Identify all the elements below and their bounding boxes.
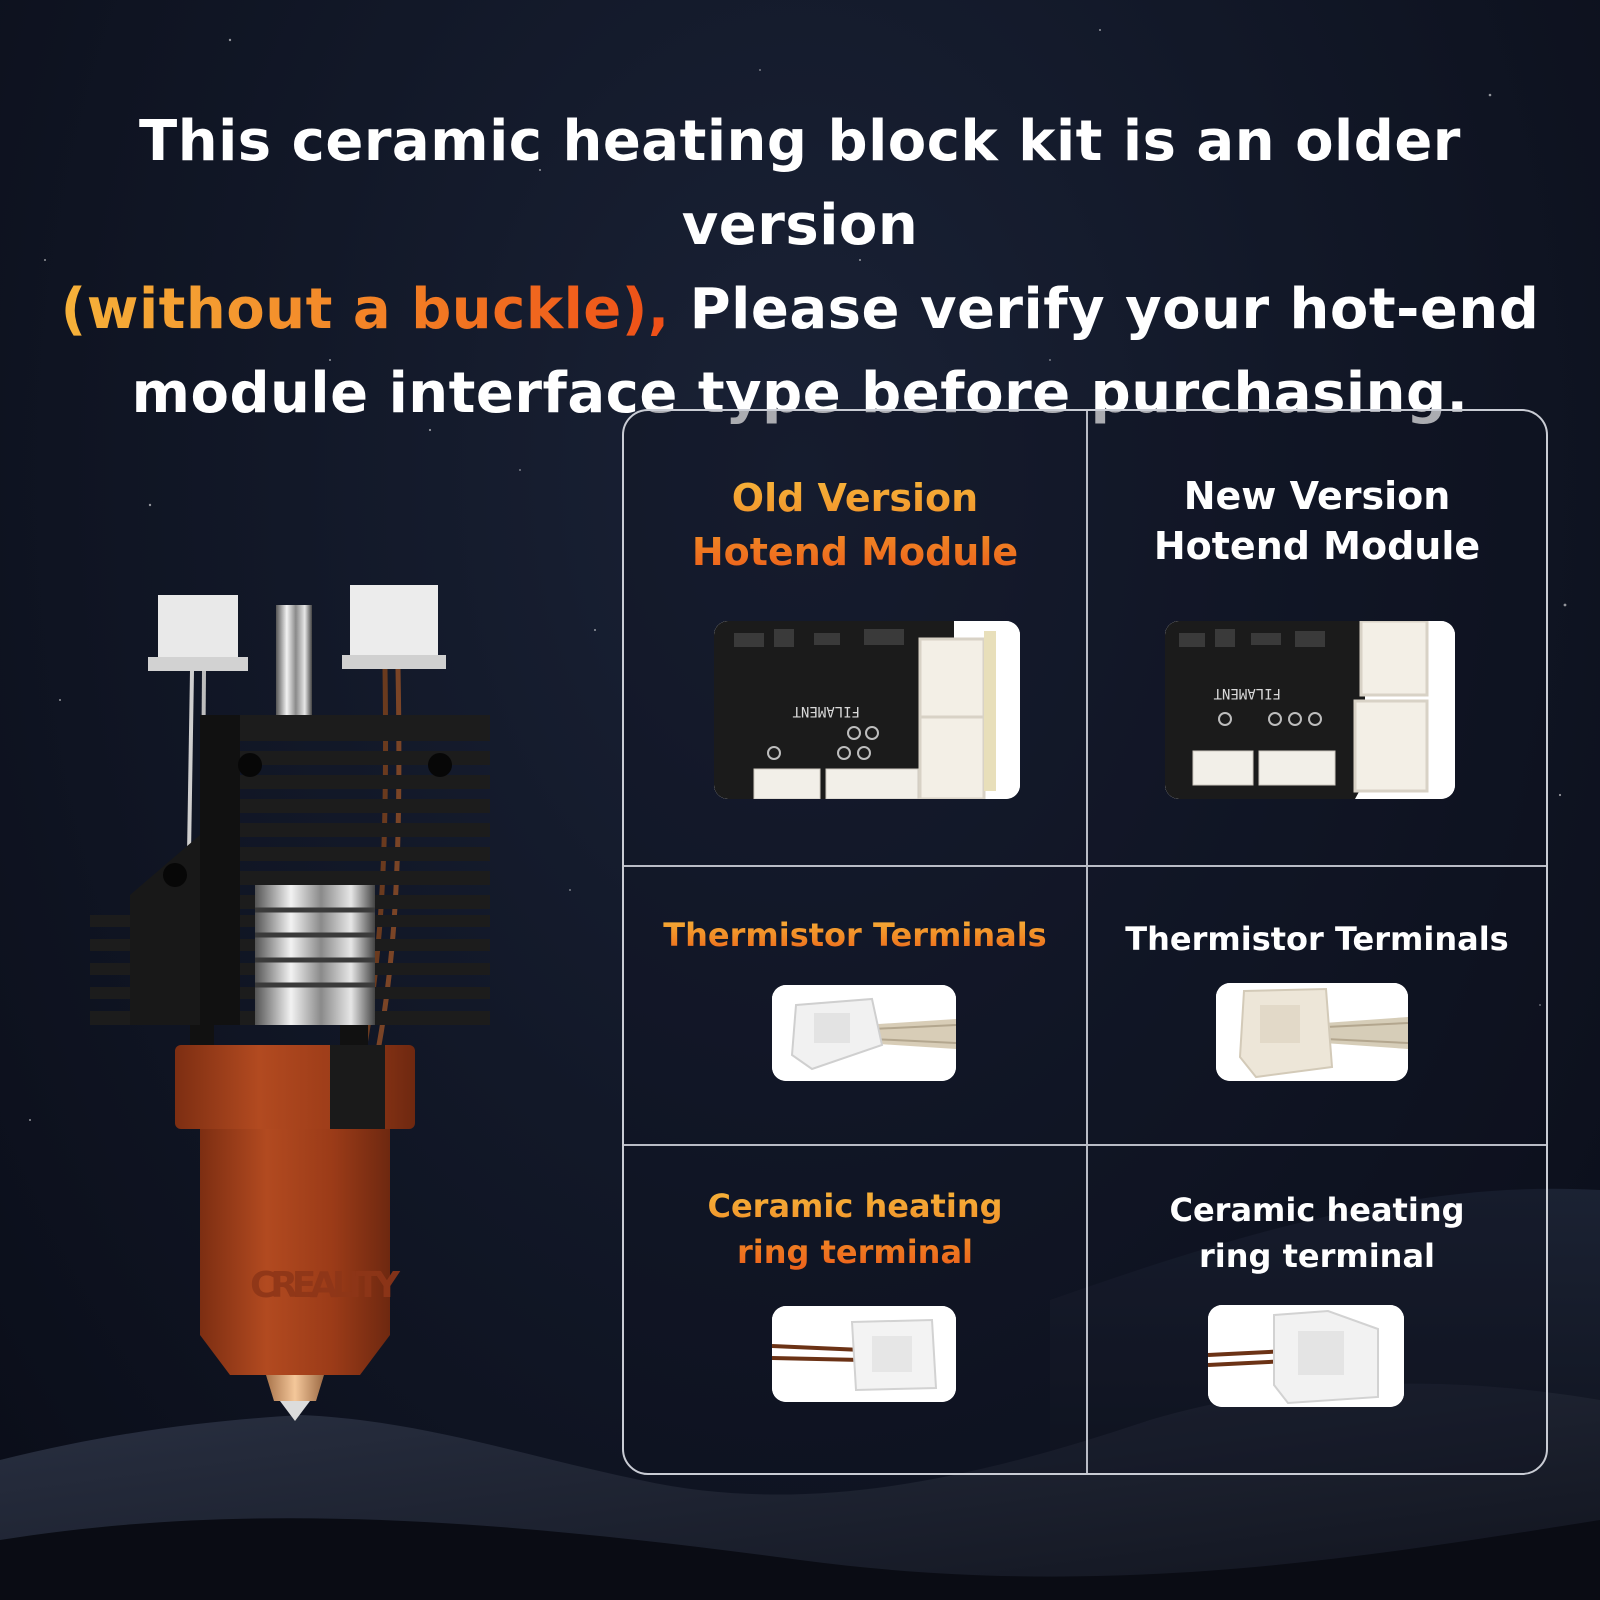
row-divider-1 bbox=[624, 865, 1546, 867]
new-board-silkscreen: FILAMENT bbox=[1213, 685, 1281, 701]
new-title-line-1: New Version bbox=[1183, 474, 1451, 518]
column-divider bbox=[1086, 411, 1088, 1473]
new-heating-terminal-photo bbox=[1208, 1305, 1404, 1407]
headline-accent: (without a buckle), bbox=[60, 277, 670, 342]
new-version-title: New Version Hotend Module bbox=[1088, 471, 1546, 571]
new-thermistor-label: Thermistor Terminals bbox=[1125, 920, 1509, 958]
old-title-line-2: Hotend Module bbox=[691, 530, 1019, 574]
headline-line-3: module interface type before purchasing. bbox=[131, 361, 1469, 426]
row-divider-2 bbox=[624, 1144, 1546, 1146]
new-board-photo: FILAMENT bbox=[1165, 621, 1455, 799]
old-heating-label: Ceramic heating ring terminal bbox=[624, 1183, 1086, 1275]
old-thermistor-photo bbox=[772, 985, 956, 1081]
brand-mark: CREALITY bbox=[250, 1265, 401, 1306]
old-board-photo: FILAMENT bbox=[714, 621, 1020, 799]
old-heating-line-2: ring terminal bbox=[736, 1233, 973, 1271]
headline-line-2-rest: Please verify your hot-end bbox=[669, 277, 1540, 342]
headline-line-2: (without a buckle), Please verify your h… bbox=[20, 268, 1580, 352]
new-title-line-2: Hotend Module bbox=[1153, 524, 1481, 568]
old-title-line-1: Old Version bbox=[731, 476, 979, 520]
warning-headline: This ceramic heating block kit is an old… bbox=[20, 100, 1580, 436]
new-heating-label: Ceramic heating ring terminal bbox=[1088, 1187, 1546, 1279]
hotend-illustration: CREALITY bbox=[90, 585, 490, 1421]
new-heating-line-1: Ceramic heating bbox=[1169, 1191, 1465, 1229]
new-thermistor-photo bbox=[1216, 983, 1408, 1081]
old-version-title: Old Version Hotend Module bbox=[624, 471, 1086, 579]
old-heating-terminal-photo bbox=[772, 1306, 956, 1402]
old-board-silkscreen: FILAMENT bbox=[792, 703, 860, 719]
old-heating-line-1: Ceramic heating bbox=[707, 1187, 1003, 1225]
old-thermistor-label: Thermistor Terminals bbox=[624, 913, 1086, 957]
new-heating-line-2: ring terminal bbox=[1198, 1237, 1435, 1275]
headline-line-1: This ceramic heating block kit is an old… bbox=[139, 109, 1461, 258]
comparison-table: Old Version Hotend Module New Version Ho… bbox=[622, 409, 1548, 1475]
